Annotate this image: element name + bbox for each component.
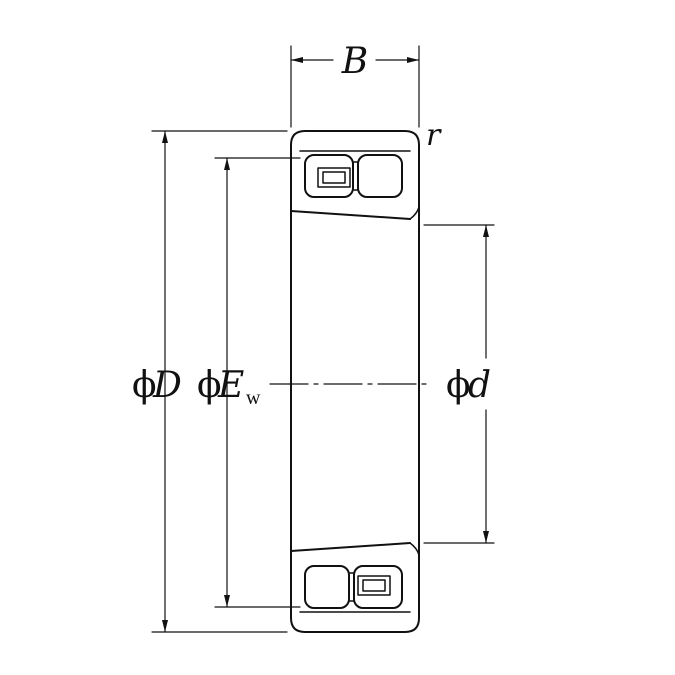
roller-diameter-label: E [217,365,244,406]
upper-roller-gap [352,161,359,191]
bore-diameter-phi: ϕ [446,365,471,406]
lower-inner-raceway-chamfer [409,542,420,556]
radius-label: r [426,118,442,153]
upper-inner-raceway [290,210,411,220]
lower-roller-section [290,542,420,613]
width-label: B [341,41,368,82]
upper-right-roller [357,154,403,198]
outer-diameter-phi: ϕ [132,365,157,406]
bore-diameter-label: d [468,365,491,406]
lower-inner-raceway [290,542,411,552]
roller-diameter-subscript: w [246,387,261,409]
bearing-outline [290,130,420,633]
lower-cage-pocket [357,575,391,596]
lower-right-roller [353,565,403,609]
lower-roller-gap [348,572,355,602]
outer-diameter-label: D [152,365,182,406]
upper-cage-pocket [317,167,351,188]
upper-inner-raceway-chamfer [409,206,420,220]
upper-roller-section [290,150,420,220]
lower-left-roller [304,565,350,609]
upper-left-roller [304,154,354,198]
roller-diameter-phi: ϕ [197,365,222,406]
